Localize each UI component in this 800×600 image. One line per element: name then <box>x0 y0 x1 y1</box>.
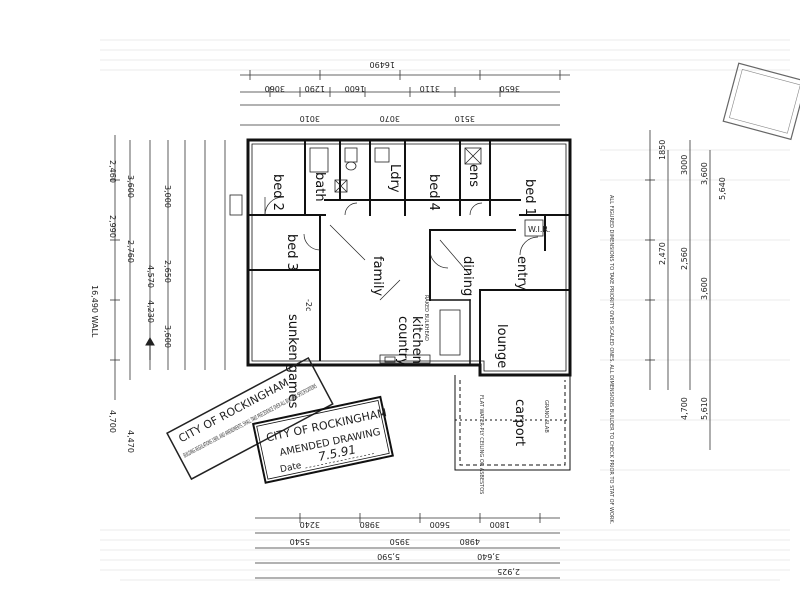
room-bed-3: bed 3 <box>284 234 299 271</box>
room-bed-2: bed 2 <box>270 174 285 211</box>
dim-label: 5,640 <box>718 177 727 200</box>
dim-label: 3110 <box>420 84 440 93</box>
dim-overall-left: 16,490 WALL <box>90 285 99 338</box>
house-walls <box>246 138 572 377</box>
room-bed-1: bed 1 <box>522 179 537 216</box>
dim-label: 3980 <box>360 520 380 529</box>
kitchen-bench <box>379 354 431 364</box>
dim-label: 3,600 <box>163 325 172 348</box>
dimension-lines <box>114 74 711 579</box>
dim-label: 2,760 <box>126 240 135 263</box>
dim-label: 4,570 <box>146 265 155 288</box>
room-carport: carport <box>512 399 527 446</box>
dim-label: 3,640 <box>477 552 500 561</box>
dim-label: 3,600 <box>700 277 709 300</box>
room-labels: bed 2 bath Ldry bed 4 ens bed 1 W.I.R. b… <box>270 164 550 446</box>
dim-label: 1850 <box>658 140 667 160</box>
dim-label: 4980 <box>460 537 480 546</box>
room-wir: W.I.R. <box>528 225 550 234</box>
dim-label: 3070 <box>380 114 400 123</box>
room-entry: entry <box>514 256 529 291</box>
corner-stamp <box>722 62 800 141</box>
dim-label: 4,470 <box>126 430 135 453</box>
room-laundry: Ldry <box>387 164 402 193</box>
fixtures <box>229 147 544 364</box>
dim-label: 2,560 <box>680 247 689 270</box>
carport-outline <box>454 375 571 471</box>
dim-label: 3010 <box>300 114 320 123</box>
dim-label: 3000 <box>680 155 689 175</box>
city-of-rockingham-stamp: CITY OF ROCKINGHAM BUILDING REGULATIONS … <box>166 357 334 481</box>
dim-label: 2,470 <box>658 242 667 265</box>
room-ensuite: ens <box>466 164 481 187</box>
door-swings <box>264 196 539 301</box>
dim-label: 1290 <box>305 84 325 93</box>
dim-label: 1800 <box>490 520 510 529</box>
dim-label: 2,990 <box>108 215 117 238</box>
room-bed-4: bed 4 <box>426 174 441 211</box>
dim-label: 3,600 <box>126 175 135 198</box>
room-sunken-step: -2c <box>304 299 313 311</box>
stamp-date-label: Date <box>279 461 303 475</box>
kitchen-pantry <box>439 309 461 356</box>
bath-tub <box>309 147 329 173</box>
dim-label: 4,700 <box>680 397 689 420</box>
dim-label: 5600 <box>430 520 450 529</box>
dimension-ticks <box>110 70 655 523</box>
dim-label: 3,000 <box>163 185 172 208</box>
ensuite-shower <box>464 147 482 165</box>
scan-background-lines <box>100 39 790 581</box>
dim-label: 4,700 <box>108 410 117 433</box>
dim-label: 3510 <box>455 114 475 123</box>
room-bath: bath <box>312 172 327 202</box>
dim-label: 1600 <box>345 84 365 93</box>
dim-label: 5,610 <box>700 397 709 420</box>
room-dining: dining <box>460 256 475 296</box>
dim-label: 2,925 <box>497 567 520 576</box>
dim-label: 2,460 <box>108 160 117 183</box>
dim-label: 3950 <box>390 537 410 546</box>
laundry-trough <box>374 147 390 163</box>
note-bulkhead: RAKED BULKHEAD <box>423 295 429 341</box>
wir-robe <box>524 219 544 237</box>
plan-notes: ALL FIGURED DIMENSIONS TO TAKE PRIORITY … <box>423 195 614 525</box>
dim-label: 3650 <box>500 84 520 93</box>
dim-label: 5540 <box>290 537 310 546</box>
dim-label: 3,600 <box>700 162 709 185</box>
room-kitchen-line-2: kitchen <box>409 316 424 364</box>
room-kitchen-line-1: country <box>395 316 410 366</box>
dimension-labels: 16490 3060 1290 1600 3110 3650 3010 3070… <box>90 60 727 576</box>
room-family: family <box>370 256 385 296</box>
arrow-marker <box>145 336 155 360</box>
dim-label: 3240 <box>300 520 320 529</box>
dim-label: 4,230 <box>146 300 155 323</box>
note-garage-slab: GRANO SLAB <box>543 400 549 433</box>
toilet <box>344 147 358 163</box>
room-sunken-games: sunken games <box>285 314 300 409</box>
dim-label: 5,590 <box>377 552 400 561</box>
note-carport-ceiling: FLAT WATER-PLY CEILING OR ASBESTOS <box>478 395 484 494</box>
dim-label: 3060 <box>265 84 285 93</box>
room-lounge: lounge <box>494 324 509 368</box>
dim-label: 2,650 <box>163 260 172 283</box>
dim-overall-top: 16490 <box>370 60 395 69</box>
note-figured-dimensions: ALL FIGURED DIMENSIONS TO TAKE PRIORITY … <box>608 195 614 525</box>
